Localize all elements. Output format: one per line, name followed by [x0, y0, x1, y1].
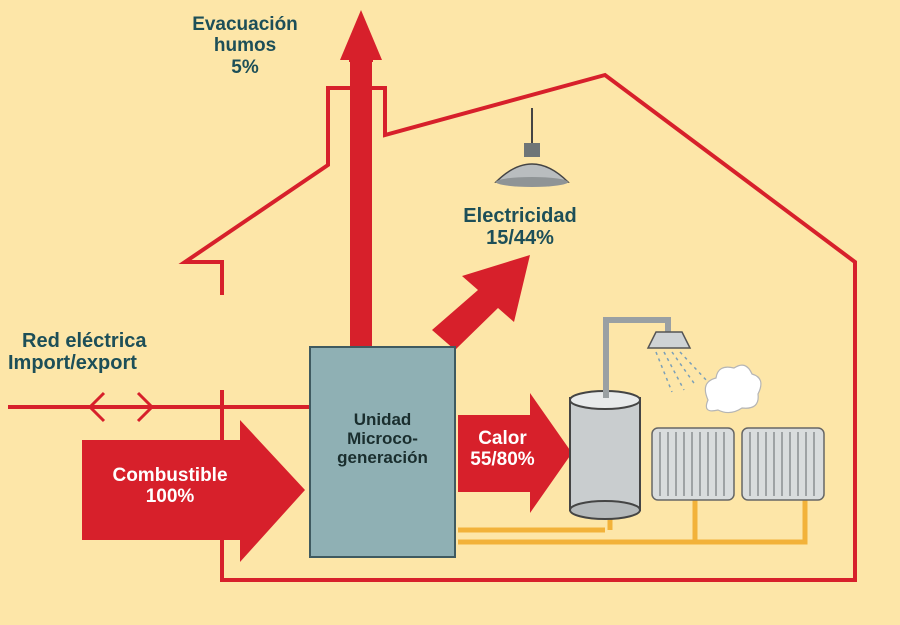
- electricity-arrow: [432, 255, 530, 350]
- grid-arrow-left: [87, 391, 106, 423]
- fuel-arrow: [82, 420, 305, 562]
- exhaust-label-line1: Evacuación: [192, 14, 298, 35]
- grid-label: Red eléctrica Import/export: [8, 330, 198, 375]
- heat-arrow: [458, 393, 572, 513]
- heating-pipes: [458, 500, 808, 545]
- radiator-icon: [741, 427, 825, 501]
- fuel-label-line2: 100%: [145, 486, 195, 508]
- grid-line: [8, 405, 313, 409]
- fuel-label: Combustible 100%: [95, 465, 245, 508]
- electricity-label: Electricidad 15/44%: [435, 205, 605, 250]
- microgeneration-unit: [309, 346, 456, 558]
- ceiling-lamp-icon: [494, 108, 570, 187]
- house-outline: [178, 72, 857, 582]
- exhaust-flow-line: [350, 60, 372, 350]
- heat-label-line1: Calor: [478, 428, 527, 449]
- grid-label-line1: Red eléctrica: [22, 330, 147, 352]
- fuel-label-line1: Combustible: [112, 465, 228, 486]
- unit-label-line1: Unidad: [353, 410, 412, 429]
- shower-icon: [603, 317, 762, 414]
- water-tank: [569, 390, 641, 520]
- exhaust-label-line2: humos: [213, 35, 277, 57]
- unit-label-line2: Microco-: [347, 429, 418, 449]
- heat-label-line2: 55/80%: [470, 449, 535, 471]
- unit-label: Unidad Microco- generación: [310, 410, 455, 467]
- radiator-icon: [651, 427, 735, 501]
- electricity-label-line2: 15/44%: [486, 227, 554, 250]
- steam-cloud: [704, 364, 762, 414]
- electricity-label-line1: Electricidad: [463, 205, 577, 227]
- grid-arrow-right: [136, 391, 155, 423]
- grid-label-line2: Import/export: [8, 352, 137, 375]
- exhaust-label-line3: 5%: [231, 56, 259, 78]
- heat-label: Calor 55/80%: [455, 428, 550, 471]
- unit-label-line3: generación: [337, 448, 428, 468]
- exhaust-label: Evacuación humos 5%: [170, 14, 320, 78]
